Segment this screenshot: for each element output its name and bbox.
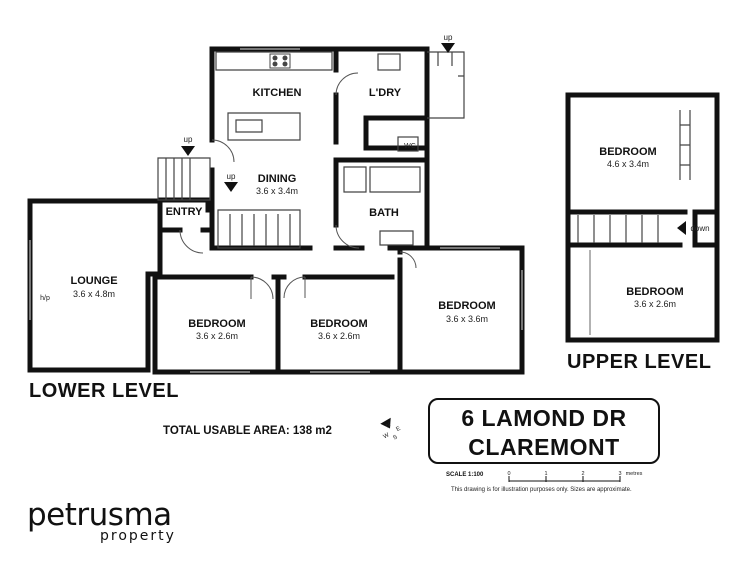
brand-subtitle: property <box>100 528 176 544</box>
up-arrow-icon-entry <box>181 146 195 156</box>
room-label-dining: DINING <box>258 173 297 185</box>
disclaimer: This drawing is for illustration purpose… <box>451 487 632 493</box>
scale-tick: 2 <box>581 471 584 477</box>
scale-unit: metres <box>626 471 643 477</box>
upper-stairs <box>577 215 659 243</box>
stair-up-label: up <box>184 135 193 144</box>
room-label-bedroom-b: BEDROOM <box>310 318 367 330</box>
bath-fixtures <box>343 166 421 246</box>
internal-stairs <box>217 209 301 249</box>
room-size-bedroom-b: 3.6 x 2.6m <box>318 331 360 341</box>
room-label-bedroom-c: BEDROOM <box>438 300 495 312</box>
brand-logo: petrusma <box>27 497 172 533</box>
down-arrow-icon <box>677 221 686 235</box>
room-label-kitchen: KITCHEN <box>253 87 302 99</box>
upper-level-heading: UPPER LEVEL <box>567 351 712 373</box>
total-area: TOTAL USABLE AREA: 138 m2 <box>163 425 332 437</box>
laundry-tub <box>377 53 401 71</box>
room-label-bath: BATH <box>369 207 399 219</box>
room-label-lounge: LOUNGE <box>70 275 117 287</box>
front-steps <box>157 157 211 201</box>
room-size-dining: 3.6 x 3.4m <box>256 186 298 196</box>
scale-bar: 0 1 2 3 metres <box>507 471 643 482</box>
address-box: 6 LAMOND DR CLAREMONT <box>428 398 660 464</box>
lower-level-heading: LOWER LEVEL <box>29 380 179 402</box>
compass-s: S <box>392 434 398 441</box>
wall-laundry <box>333 46 430 151</box>
rear-landing <box>427 51 465 119</box>
stair-up-label: up <box>444 33 453 42</box>
wall-lounge <box>27 198 163 373</box>
windows <box>29 48 523 373</box>
wardrobe <box>679 110 691 180</box>
toilet <box>397 136 419 152</box>
stair-up-label: up <box>227 172 236 181</box>
kitchen-bench <box>215 51 333 141</box>
room-label-wc: WC <box>404 143 416 150</box>
room-label-entry: ENTRY <box>166 206 204 218</box>
room-size-upper-bedroom-1: 4.6 x 3.4m <box>607 159 649 169</box>
scale-tick: 0 <box>507 471 510 477</box>
address-line-2: CLAREMONT <box>468 434 620 460</box>
wall-upper <box>565 92 720 343</box>
room-size-lounge: 3.6 x 4.8m <box>73 289 115 299</box>
scale-tick: 3 <box>618 471 621 477</box>
room-label-laundry: L'DRY <box>369 87 402 99</box>
room-size-bedroom-a: 3.6 x 2.6m <box>196 331 238 341</box>
compass-n: N <box>385 422 392 429</box>
compass-e: E <box>395 426 401 433</box>
up-arrow-icon <box>441 43 455 53</box>
scale-label: SCALE 1:100 <box>446 472 484 478</box>
cooktop <box>269 53 291 69</box>
room-label-upper-bedroom-2: BEDROOM <box>626 286 683 298</box>
up-arrow-icon-stairs <box>224 182 238 192</box>
compass-w: W <box>382 432 390 440</box>
address-line-1: 6 LAMOND DR <box>461 405 627 431</box>
door-swings <box>179 72 417 300</box>
stair-down-label: down <box>690 224 709 233</box>
compass-icon: N S E W <box>380 417 402 442</box>
room-size-bedroom-c: 3.6 x 3.6m <box>446 314 488 324</box>
room-label-bedroom-a: BEDROOM <box>188 318 245 330</box>
room-size-upper-bedroom-2: 3.6 x 2.6m <box>634 299 676 309</box>
scale-tick: 1 <box>544 471 547 477</box>
heat-pump-label: h/p <box>40 295 50 302</box>
room-label-upper-bedroom-1: BEDROOM <box>599 146 656 158</box>
